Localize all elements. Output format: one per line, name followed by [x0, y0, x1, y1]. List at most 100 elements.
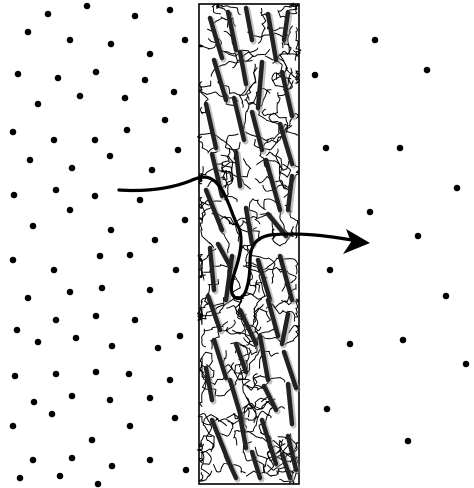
molecule-dot [161, 116, 169, 124]
feed-side-molecules [9, 2, 190, 488]
molecule-dot [91, 136, 99, 144]
filler-rod [257, 333, 271, 383]
molecule-dot [96, 252, 104, 260]
polymer-chain [248, 197, 266, 225]
molecule-dot [462, 360, 470, 368]
molecule-dot [9, 256, 17, 264]
molecule-dot [54, 74, 62, 82]
molecule-dot [108, 462, 116, 470]
molecule-dot [399, 336, 407, 344]
molecule-dot [16, 474, 24, 482]
polymer-chain [204, 362, 235, 386]
polymer-chain [259, 350, 279, 369]
filler-rod [203, 365, 215, 403]
molecule-dot [68, 454, 76, 462]
polymer-chain [197, 253, 205, 281]
filler-rod [285, 381, 295, 427]
polymer-chain [258, 7, 267, 44]
diffusion-arrowhead [343, 229, 370, 254]
molecule-dot [181, 36, 189, 44]
molecule-dot [52, 186, 60, 194]
molecule-dot [9, 422, 17, 430]
filler-rod [223, 253, 235, 303]
polymer-chain [202, 414, 219, 454]
filler-rod [237, 413, 249, 451]
molecule-dot [34, 338, 42, 346]
filler-rod [207, 245, 217, 293]
filler-rod [215, 241, 233, 269]
filler-rod [259, 417, 279, 467]
polymer-chain [224, 133, 241, 151]
polymer-chain [221, 161, 238, 189]
filler-rod [279, 311, 291, 347]
molecule-dot [171, 414, 179, 422]
molecule-dot [88, 436, 96, 444]
molecule-dot [176, 332, 184, 340]
molecule-dot [29, 456, 37, 464]
molecule-dot [172, 266, 180, 274]
filler-rod [285, 173, 295, 213]
polymer-chain [220, 350, 250, 381]
filler-rod [261, 383, 279, 413]
filler-rod [281, 349, 299, 391]
polymer-chain [292, 27, 302, 56]
molecule-dot [106, 152, 114, 160]
molecule-dot [44, 10, 52, 18]
filler-rod [227, 377, 245, 423]
filler-rod [211, 337, 229, 381]
filler-rod [243, 5, 255, 43]
filler-rod [237, 49, 249, 87]
molecule-dot [107, 226, 115, 234]
molecule-dot [106, 396, 114, 404]
polymer-chain [198, 81, 239, 102]
diffusion-path-line [117, 175, 354, 300]
polymer-chain [240, 367, 258, 391]
polymer-chain [196, 443, 211, 476]
molecule-dot [326, 266, 334, 274]
molecule-dot [66, 206, 74, 214]
filler-rod [277, 121, 295, 167]
molecule-dot [24, 294, 32, 302]
polymer-chain [226, 305, 246, 335]
molecule-dot [146, 394, 154, 402]
molecule-dot [52, 316, 60, 324]
filler-rod [209, 417, 231, 463]
molecule-dot [366, 208, 374, 216]
filler-rod [285, 433, 299, 473]
molecule-dot [50, 266, 58, 274]
filler-rod [231, 95, 247, 143]
polymer-chain [197, 295, 210, 316]
molecule-dot [72, 334, 80, 342]
polymer-chain [266, 445, 283, 473]
filler-rods [203, 5, 301, 483]
filler-rod [237, 307, 259, 347]
molecule-dot [371, 36, 379, 44]
polymer-chain [277, 5, 298, 18]
polymer-chain [285, 67, 301, 84]
polymer-chain [239, 219, 261, 252]
molecule-dot [76, 92, 84, 100]
polymer-chain [199, 378, 212, 408]
polymer-chain [197, 413, 228, 427]
filler-rod [203, 187, 225, 233]
molecule-dot [404, 437, 412, 445]
molecule-dot [98, 284, 106, 292]
filler-rod [279, 451, 293, 481]
polymer-chain [199, 206, 215, 249]
polymer-chain [198, 451, 212, 465]
filler-rod [233, 149, 243, 189]
molecule-dot [10, 191, 18, 199]
molecule-dot [148, 166, 156, 174]
molecule-dot [323, 405, 331, 413]
molecule-dot [9, 128, 17, 136]
polymer-chain [198, 196, 210, 209]
molecule-dot [146, 286, 154, 294]
molecule-dot [146, 50, 154, 58]
polymer-chain [284, 324, 301, 346]
molecule-dot [30, 398, 38, 406]
polymer-chain [197, 132, 214, 155]
molecule-dot [94, 480, 102, 488]
molecule-dot [131, 12, 139, 20]
molecule-dot [108, 342, 116, 350]
